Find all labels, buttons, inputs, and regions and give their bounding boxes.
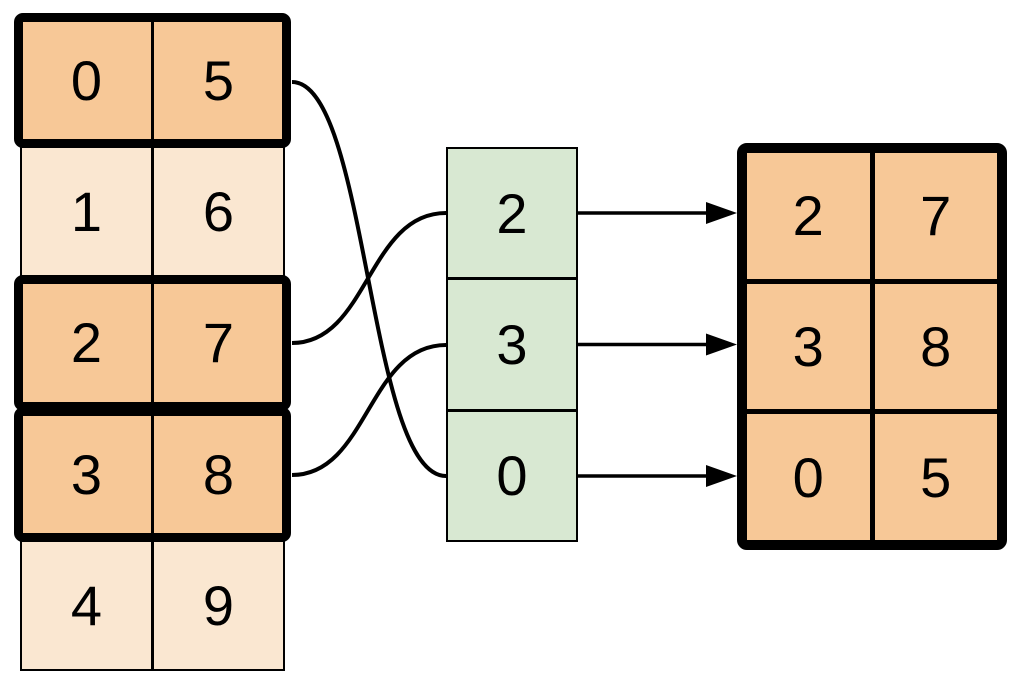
curve-source-row-2-to-index-0 (291, 211, 447, 345)
source-row-4: 4 9 (20, 539, 285, 671)
source-row-1: 1 6 (20, 146, 285, 278)
source-cell-0-1: 5 (154, 17, 283, 145)
highlight-outline-row-0 (14, 13, 291, 149)
index-cell-0: 2 (448, 149, 576, 281)
result-cell-0-0: 2 (747, 153, 870, 279)
index-cell-1: 3 (448, 280, 576, 412)
index-cell-2: 0 (448, 411, 576, 540)
result-cell-1-0: 3 (747, 283, 870, 410)
source-cell-3-0: 3 (22, 410, 154, 538)
source-row-2: 2 7 (20, 277, 285, 409)
arrow-index-0-icon (578, 202, 737, 224)
source-cell-4-1: 9 (154, 541, 283, 669)
index-column: 2 3 0 (446, 147, 578, 542)
arrow-index-2-icon (578, 465, 737, 487)
result-cell-2-0: 0 (747, 414, 870, 540)
arrow-index-1-icon (578, 333, 737, 356)
result-cell-1-1: 8 (874, 283, 997, 410)
curve-source-row-3-to-index-1 (291, 343, 447, 477)
source-cell-0-0: 0 (22, 17, 154, 145)
highlight-outline-row-2 (14, 275, 291, 411)
highlight-outline-row-3 (14, 406, 291, 542)
source-cell-1-0: 1 (22, 148, 154, 276)
source-cell-4-0: 4 (22, 541, 154, 669)
source-cell-1-1: 6 (154, 148, 283, 276)
result-table: 2 7 3 8 0 5 (737, 143, 1007, 550)
source-cell-2-0: 2 (22, 279, 154, 407)
result-cell-0-1: 7 (874, 153, 997, 279)
source-cell-3-1: 8 (154, 410, 283, 538)
source-cell-2-1: 7 (154, 279, 283, 407)
result-cell-2-1: 5 (874, 414, 997, 540)
